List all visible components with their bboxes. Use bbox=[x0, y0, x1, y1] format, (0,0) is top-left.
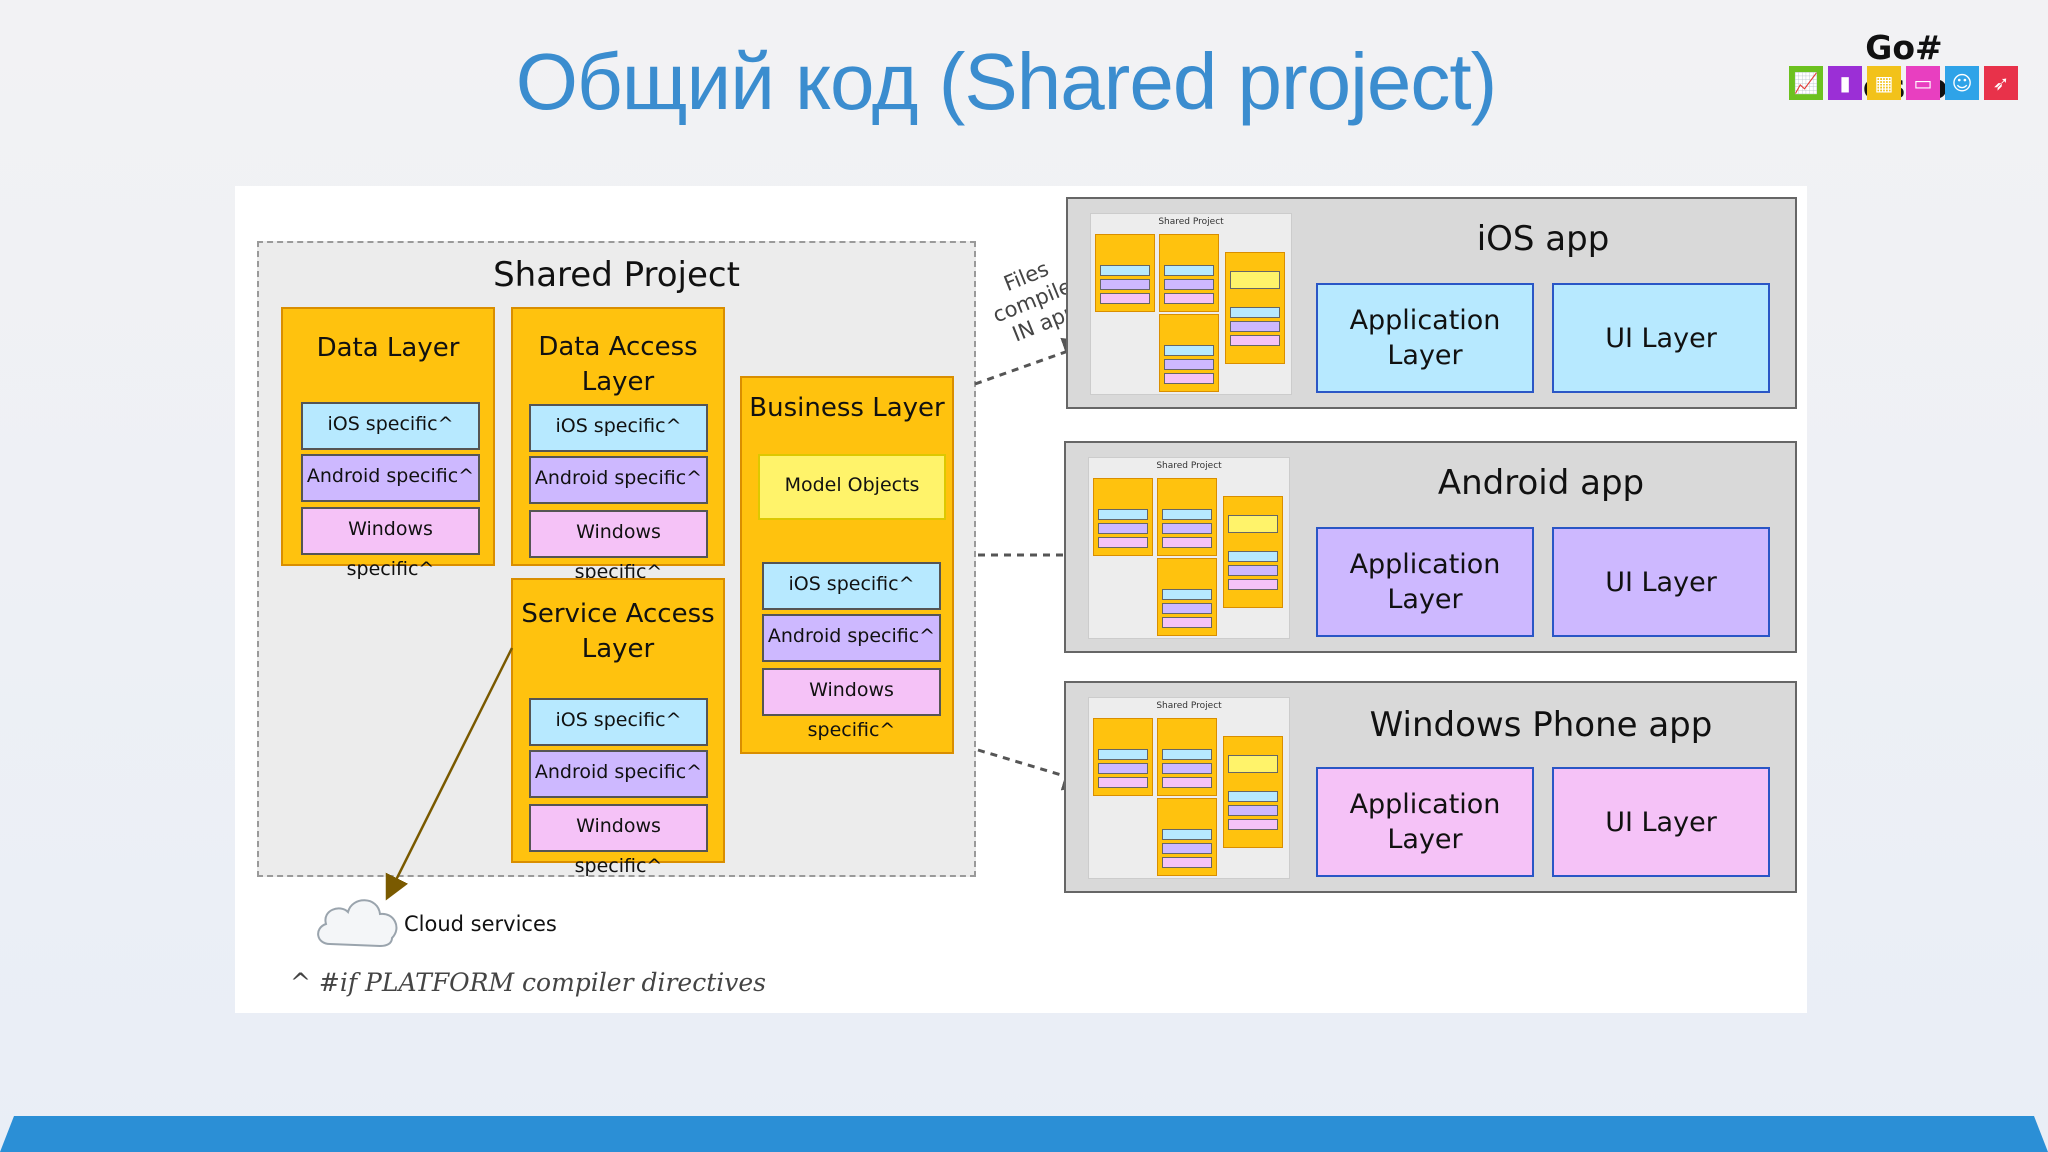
windows-phone-app-box: Shared Project Windows Phone app Applica… bbox=[1064, 681, 1797, 893]
android-specific-chip: Android specific^ bbox=[529, 750, 708, 798]
app-title: Windows Phone app bbox=[1369, 705, 1713, 745]
shared-project-thumbnail: Shared Project bbox=[1088, 697, 1290, 879]
ios-specific-chip: iOS specific^ bbox=[762, 562, 941, 610]
cloud-arrow bbox=[385, 647, 514, 901]
rocket-icon: ➶ bbox=[1984, 66, 2018, 100]
chart-line-icon: 📈 bbox=[1789, 66, 1823, 100]
application-layer-line-2: Layer bbox=[1387, 584, 1463, 615]
android-specific-chip: Android specific^ bbox=[301, 454, 480, 502]
slide-title: Общий код (Shared project) bbox=[515, 37, 1498, 126]
windows-specific-chip: Windows specific^ bbox=[529, 510, 708, 583]
thumbnail-title: Shared Project bbox=[1158, 217, 1224, 227]
bottom-band bbox=[0, 1116, 2048, 1152]
cloud-services-label: Cloud services bbox=[404, 912, 557, 936]
thumbnail-title: Shared Project bbox=[1156, 701, 1222, 711]
application-layer-line-1: Application bbox=[1349, 305, 1501, 336]
data-access-layer-title-2: Layer bbox=[581, 367, 655, 397]
ios-specific-chip: iOS specific^ bbox=[529, 404, 708, 452]
compiler-directives-note: ^ #if PLATFORM compiler directives bbox=[290, 968, 767, 997]
bar-chart-icon: ▮ bbox=[1828, 66, 1862, 100]
service-access-layer: Service Access Layer iOS specific^ Andro… bbox=[511, 578, 725, 877]
android-specific-chip: Android specific^ bbox=[529, 456, 708, 504]
windows-specific-chip: Windows specific^ bbox=[301, 507, 480, 580]
android-specific-chip: Android specific^ bbox=[762, 614, 941, 662]
ui-layer: UI Layer bbox=[1552, 767, 1770, 877]
cloud-icon bbox=[317, 899, 398, 948]
app-title: iOS app bbox=[1476, 219, 1610, 259]
shared-project-thumbnail: Shared Project bbox=[1090, 213, 1292, 395]
windows-specific-chip: Windows specific^ bbox=[529, 804, 708, 877]
service-access-layer-title-2: Layer bbox=[581, 634, 655, 664]
windows-specific-chip: Windows specific^ bbox=[762, 668, 941, 741]
ios-arrow bbox=[974, 337, 1094, 386]
ui-layer: UI Layer bbox=[1552, 527, 1770, 637]
data-access-layer: Data Access Layer iOS specific^ Android … bbox=[511, 307, 725, 583]
ios-specific-chip: iOS specific^ bbox=[529, 698, 708, 746]
data-layer-title: Data Layer bbox=[316, 333, 460, 363]
spreadsheet-icon: ▦ bbox=[1867, 66, 1901, 100]
business-layer: Business Layer Model Objects iOS specifi… bbox=[740, 376, 954, 754]
app-title: Android app bbox=[1437, 463, 1645, 503]
service-access-layer-title-1: Service Access bbox=[521, 599, 715, 629]
ios-specific-chip: iOS specific^ bbox=[301, 402, 480, 450]
people-icon: ☺ bbox=[1945, 66, 1979, 100]
model-objects-chip: Model Objects bbox=[758, 454, 946, 520]
data-layer: Data Layer iOS specific^ Android specifi… bbox=[281, 307, 495, 580]
shared-project-thumbnail: Shared Project bbox=[1088, 457, 1290, 639]
shared-project-title: Shared Project bbox=[493, 255, 740, 295]
ui-layer: UI Layer bbox=[1552, 283, 1770, 393]
thumbnail-title: Shared Project bbox=[1156, 461, 1222, 471]
devices-icon: ▭ bbox=[1906, 66, 1940, 100]
data-access-layer-title-1: Data Access bbox=[538, 332, 698, 362]
application-layer-line-2: Layer bbox=[1387, 824, 1463, 855]
application-layer-line-2: Layer bbox=[1387, 340, 1463, 371]
business-layer-title: Business Layer bbox=[749, 393, 945, 423]
application-layer-line-1: Application bbox=[1349, 789, 1501, 820]
application-layer-line-1: Application bbox=[1349, 549, 1501, 580]
